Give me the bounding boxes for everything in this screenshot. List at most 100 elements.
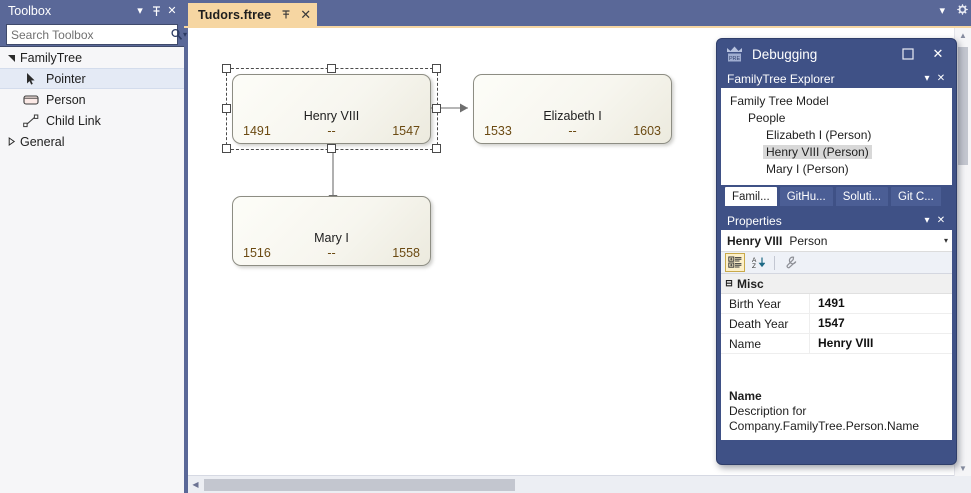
gear-icon[interactable] (955, 3, 969, 17)
resize-handle-n[interactable] (327, 64, 336, 73)
tab-solution-explorer[interactable]: Soluti... (835, 187, 889, 206)
chevron-down-icon[interactable]: ▾ (137, 4, 143, 17)
chevron-down-icon[interactable]: ▾ (183, 30, 188, 39)
close-icon[interactable]: ✕ (936, 215, 946, 226)
debugging-window[interactable]: PRE Debugging ✕ FamilyTree Explorer ▾ ✕ (716, 38, 957, 465)
node-mary-i[interactable]: Mary I 1516 -- 1558 (232, 196, 431, 266)
categorized-icon[interactable] (725, 253, 745, 272)
chevron-down-icon[interactable]: ▾ (924, 73, 930, 84)
scroll-down-arrow-icon[interactable]: ▼ (959, 464, 967, 473)
resize-handle-s[interactable] (327, 144, 336, 153)
property-row-death-year[interactable]: Death Year 1547 (721, 314, 952, 334)
resize-handle-w[interactable] (222, 104, 231, 113)
toolbox-tree: FamilyTree Pointer (0, 46, 184, 493)
tree-item-family-tree-model[interactable]: Family Tree Model (721, 92, 952, 109)
properties-pane: Properties ▾ ✕ Henry VIII Person ▾ (721, 211, 952, 440)
debugging-title: Debugging (752, 46, 818, 62)
pointer-icon (18, 72, 44, 86)
properties-header[interactable]: Properties ▾ ✕ (721, 211, 952, 230)
tree-item-label: Mary I (Person) (766, 161, 849, 176)
toolbox-item-person[interactable]: Person (0, 89, 184, 110)
search-box[interactable]: ▾ (6, 24, 187, 45)
close-icon[interactable]: ✕ (932, 46, 944, 61)
toolbox-item-pointer[interactable]: Pointer (0, 68, 184, 89)
wrench-icon[interactable] (782, 254, 800, 271)
scroll-left-arrow-icon[interactable]: ◀ (192, 480, 199, 489)
expander-expand-icon[interactable] (4, 137, 18, 146)
close-icon[interactable]: ✕ (167, 4, 177, 17)
toolbox-group-general[interactable]: General (0, 131, 184, 152)
tree-item-mary[interactable]: Mary I (Person) (721, 160, 952, 177)
cursor-arrow-glyph (26, 72, 35, 85)
toolbox-group-label: FamilyTree (20, 50, 83, 65)
horizontal-scrollbar[interactable]: ◀ (188, 475, 955, 493)
search-input[interactable] (7, 26, 170, 43)
tab-familytree-explorer[interactable]: Famil... (725, 187, 777, 206)
sort-az-icon[interactable]: A Z (749, 254, 767, 271)
resize-handle-sw[interactable] (222, 144, 231, 153)
maximize-icon[interactable] (902, 48, 926, 60)
toolbox-search-area: ▾ (0, 22, 187, 48)
vertical-scroll-thumb[interactable] (958, 47, 968, 165)
toolbox-item-child-link[interactable]: Child Link (0, 110, 184, 131)
node-death-year: 1603 (633, 124, 661, 138)
explorer-header[interactable]: FamilyTree Explorer ▾ ✕ (721, 69, 952, 88)
resize-handle-se[interactable] (432, 144, 441, 153)
properties-body: Henry VIII Person ▾ (721, 230, 952, 440)
close-icon[interactable]: ✕ (936, 73, 946, 84)
resize-handle-e[interactable] (432, 104, 441, 113)
object-selector[interactable]: Henry VIII Person ▾ (721, 230, 952, 252)
model-tree: Family Tree Model People Elizabeth I (Pe… (721, 88, 952, 181)
property-row-name[interactable]: Name Henry VIII (721, 334, 952, 354)
node-separator: -- (327, 124, 336, 138)
pin-glyph (282, 10, 290, 19)
property-row-birth-year[interactable]: Birth Year 1491 (721, 294, 952, 314)
toolbox-title: Toolbox (8, 4, 52, 18)
app-icon-glyph: PRE (727, 46, 742, 62)
tab-git-changes[interactable]: Git C... (891, 187, 941, 206)
collapse-icon[interactable]: ⊟ (725, 278, 733, 288)
node-birth-year: 1491 (243, 124, 271, 138)
property-value[interactable]: 1547 (809, 314, 952, 333)
resize-handle-ne[interactable] (432, 64, 441, 73)
property-value[interactable]: Henry VIII (809, 334, 952, 353)
node-name: Elizabeth I (543, 109, 602, 123)
resize-handle-nw[interactable] (222, 64, 231, 73)
tab-label: Tudors.ftree (198, 7, 272, 22)
property-category-misc[interactable]: ⊟ Misc (721, 274, 952, 294)
explorer-tab-strip: Famil... GitHu... Soluti... Git C... (721, 185, 952, 206)
tab-github[interactable]: GitHu... (779, 187, 833, 206)
triangle-down-glyph (7, 55, 15, 62)
node-separator: -- (568, 124, 577, 138)
tab-close-icon[interactable]: ✕ (300, 6, 312, 22)
pin-icon[interactable] (148, 3, 164, 19)
tree-item-elizabeth[interactable]: Elizabeth I (Person) (721, 126, 952, 143)
search-icon[interactable] (170, 28, 183, 41)
property-key: Name (729, 336, 762, 351)
tree-item-label: People (748, 110, 786, 125)
link-line-icon (18, 114, 44, 128)
node-elizabeth-i[interactable]: Elizabeth I 1533 -- 1603 (473, 74, 672, 144)
horizontal-scroll-thumb[interactable] (204, 478, 515, 491)
svg-text:A: A (752, 257, 757, 264)
property-value[interactable]: 1491 (809, 294, 952, 313)
tree-item-people[interactable]: People (721, 109, 952, 126)
magnifier-glyph (171, 28, 183, 40)
toolbox-group-familytree[interactable]: FamilyTree (0, 47, 184, 68)
triangle-right-glyph (8, 137, 15, 146)
node-henry-viii[interactable]: Henry VIII 1491 -- 1547 (232, 74, 431, 144)
chevron-down-icon[interactable]: ▾ (939, 4, 945, 17)
debugging-title-bar[interactable]: PRE Debugging ✕ (717, 39, 956, 69)
tab-tudors-ftree[interactable]: Tudors.ftree ✕ (188, 3, 318, 26)
expander-collapse-icon[interactable] (4, 53, 18, 62)
explorer-title: FamilyTree Explorer (727, 71, 835, 86)
tree-item-henry[interactable]: Henry VIII (Person) (721, 143, 952, 160)
property-description: Name Description for Company.FamilyTree.… (721, 382, 952, 440)
chevron-down-icon[interactable]: ▾ (924, 215, 930, 226)
scroll-up-arrow-icon[interactable]: ▲ (959, 31, 967, 40)
rounded-rect-glyph (23, 94, 39, 105)
property-key: Death Year (729, 316, 789, 331)
tab-pin-icon[interactable] (281, 9, 292, 20)
chevron-down-icon[interactable]: ▾ (943, 236, 948, 245)
